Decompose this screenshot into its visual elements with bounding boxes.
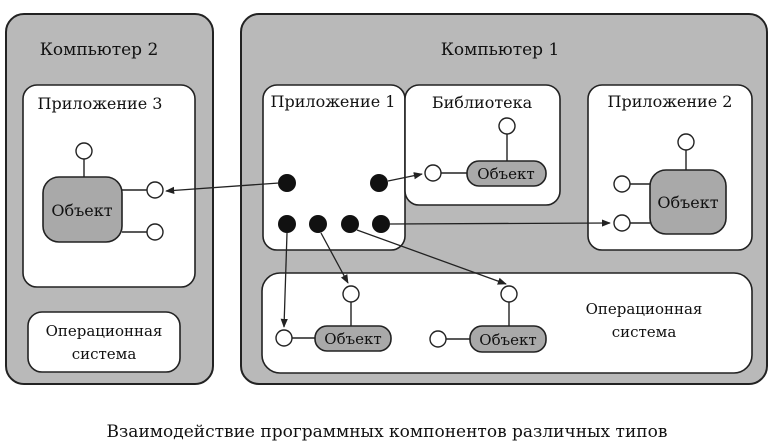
app-1-reference-dot xyxy=(370,174,388,192)
arrow-to-os-object-2-top xyxy=(356,229,507,285)
arrow-to-os-object-1-top xyxy=(320,232,349,284)
diagram-caption: Взаимодействие программных компонентов р… xyxy=(107,422,668,442)
os-interface-port xyxy=(429,330,447,348)
app-2-box: Приложение 2 Объект xyxy=(587,84,753,251)
app-2-interface-port xyxy=(613,175,631,193)
app-1-label: Приложение 1 xyxy=(271,92,396,111)
app-3-object-label: Объект xyxy=(51,201,112,220)
app-1-reference-dot xyxy=(341,215,359,233)
os-interface-port xyxy=(342,285,360,303)
computer-2-panel: Компьютер 2 Приложение 3 Объект Операцио… xyxy=(5,13,214,385)
arrow-to-app-2 xyxy=(389,219,611,227)
arrow-to-app-3 xyxy=(165,182,280,195)
app-1-reference-dot xyxy=(372,215,390,233)
computer-1-panel: Компьютер 1 Приложение 1 Библиотека Объе… xyxy=(240,13,768,385)
os-object-1-label: Объект xyxy=(324,330,381,348)
os-object-2-label: Объект xyxy=(479,331,536,349)
library-label: Библиотека xyxy=(432,93,533,112)
computer-1-os-label-line1: Операционная xyxy=(586,300,703,318)
computer-1-os-box: Объект Объект Операционная система xyxy=(261,272,753,374)
os-interface-port xyxy=(275,329,293,347)
computer-2-os-box: Операционная система xyxy=(27,311,181,373)
app-3-interface-port xyxy=(146,223,164,241)
reference-arrows xyxy=(165,172,611,328)
os-interface-port xyxy=(500,285,518,303)
app-1-box: Приложение 1 xyxy=(262,84,406,251)
arrow-to-os-object-1-port xyxy=(280,232,288,328)
computer-1-os-label-line2: система xyxy=(612,323,677,341)
app-2-interface-port xyxy=(677,133,695,151)
app-3-box: Приложение 3 Объект xyxy=(22,84,196,288)
computer-2-os-label-line2: система xyxy=(72,345,137,363)
app-2-interface-port xyxy=(613,214,631,232)
library-object xyxy=(466,160,547,187)
app-2-label: Приложение 2 xyxy=(608,92,733,111)
app-2-object xyxy=(649,169,727,235)
library-box: Библиотека Объект xyxy=(404,84,561,206)
app-1-reference-dot xyxy=(278,174,296,192)
os-object-2 xyxy=(469,325,547,353)
app-1-reference-dot xyxy=(309,215,327,233)
os-object-1 xyxy=(314,325,392,352)
computer-2-os-label-line1: Операционная xyxy=(46,322,163,340)
arrow-to-library-object xyxy=(387,172,423,182)
app-1-reference-dot xyxy=(278,215,296,233)
library-interface-port xyxy=(424,164,442,182)
app-3-object xyxy=(42,176,123,243)
app-3-interface-port xyxy=(75,142,93,160)
app-3-label: Приложение 3 xyxy=(38,94,163,113)
library-object-label: Объект xyxy=(477,165,534,183)
app-2-object-label: Объект xyxy=(657,193,718,212)
library-interface-port xyxy=(498,117,516,135)
app-3-interface-port xyxy=(146,181,164,199)
computer-2-title: Компьютер 2 xyxy=(40,40,159,60)
computer-1-title: Компьютер 1 xyxy=(441,40,560,60)
